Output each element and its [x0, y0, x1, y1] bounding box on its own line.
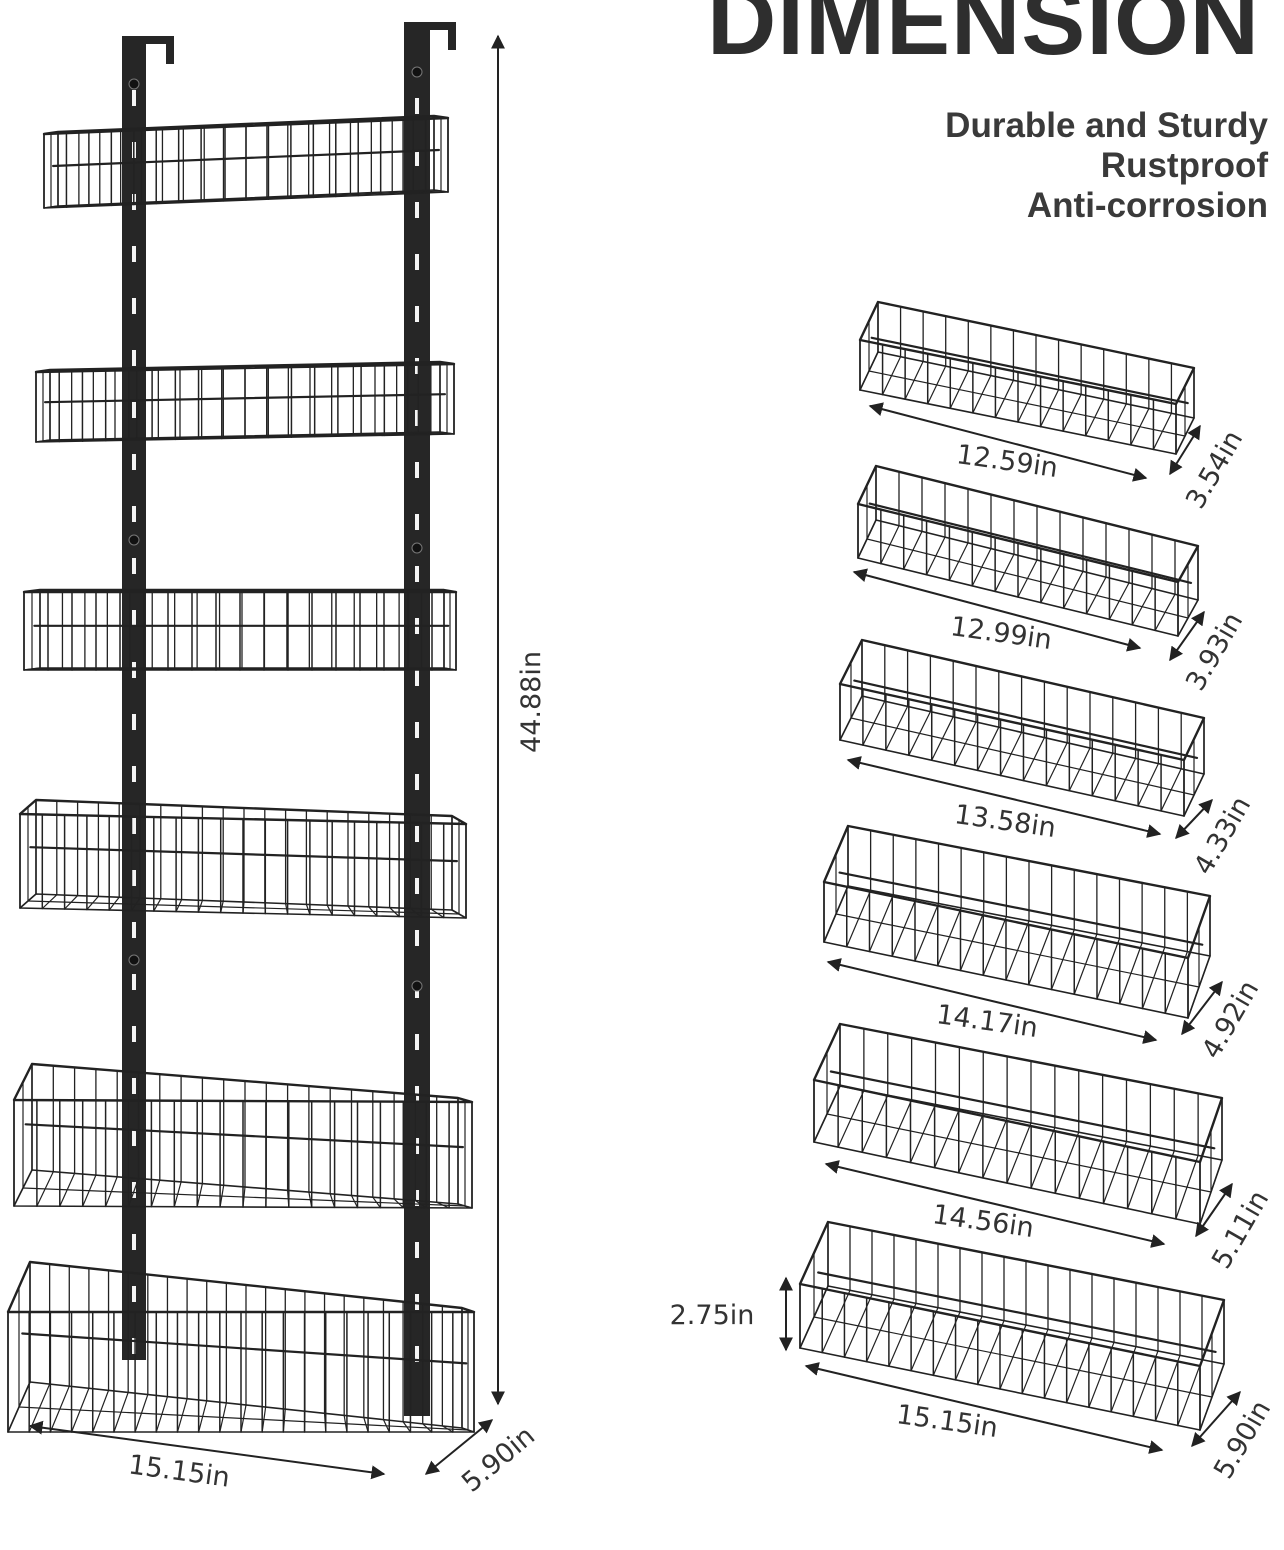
basket-2-wire [856, 464, 1200, 637]
basket-3-wire [838, 638, 1206, 817]
basket-5-depth: 5.11in [1206, 1185, 1275, 1274]
feature-durable: Durable and Sturdy [945, 106, 1268, 145]
headline: DIMENSION [706, 0, 1260, 75]
feature-list: Durable and Sturdy Rustproof Anti-corros… [748, 106, 1268, 226]
basket-3: 13.58in 4.33in [838, 638, 1257, 880]
basket-1-wire [858, 300, 1196, 455]
rack-width-label: 15.15in [127, 1449, 232, 1493]
assembled-rack [6, 22, 476, 1433]
rack-height-dimension: 44.88in [491, 34, 547, 1406]
feature-anticorrosion: Anti-corrosion [1026, 186, 1268, 225]
basket-5-wire [812, 1022, 1224, 1225]
basket-4-wire [822, 824, 1212, 1019]
basket-5: 14.56in 5.11in [812, 1022, 1275, 1274]
basket-6-length: 15.15in [895, 1399, 1000, 1444]
basket-1-depth: 3.54in [1180, 425, 1249, 514]
basket-1-length: 12.59in [955, 439, 1060, 484]
basket-4-depth: 4.92in [1196, 975, 1265, 1064]
basket-2-depth: 3.93in [1180, 607, 1249, 696]
feature-rustproof: Rustproof [1100, 146, 1268, 185]
basket-1: 12.59in 3.54in [858, 300, 1249, 514]
basket-2-length: 12.99in [949, 611, 1054, 656]
rack-width-dimension: 15.15in [28, 1420, 386, 1494]
rack-height-label: 44.88in [516, 651, 547, 753]
basket-4-length: 14.17in [935, 999, 1040, 1044]
basket-6-wire [798, 1220, 1226, 1431]
basket-6-depth: 5.90in [1208, 1395, 1277, 1484]
basket-list: 12.59in 3.54in 12.99in 3.93in 13.58in 4.… [670, 300, 1277, 1484]
basket-3-depth: 4.33in [1188, 791, 1257, 880]
basket-6: 15.15in 5.90in 2.75in [670, 1220, 1277, 1484]
basket-6-height: 2.75in [670, 1300, 755, 1331]
basket-5-length: 14.56in [931, 1199, 1036, 1244]
